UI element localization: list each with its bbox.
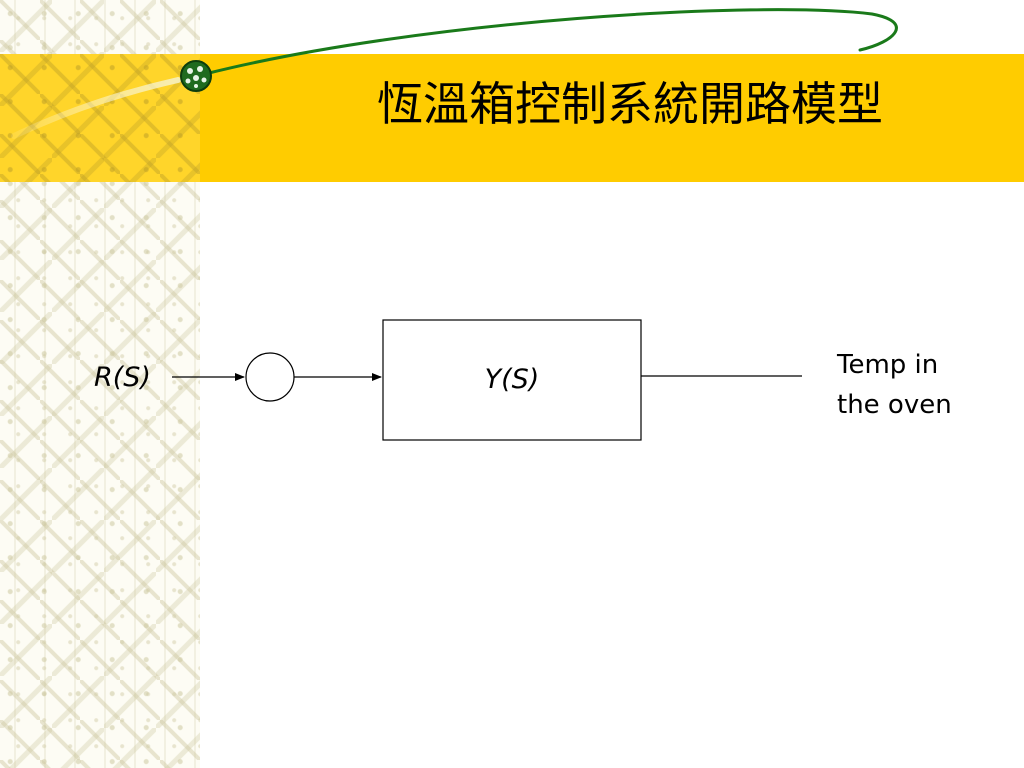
- transfer-function-block: [382, 319, 642, 441]
- decorative-curve-graphic: [11, 8, 898, 139]
- green-ball-icon: [180, 60, 212, 92]
- title-band-pattern: [0, 54, 200, 182]
- decorative-tail: [11, 77, 181, 139]
- summing-junction: [245, 352, 295, 402]
- output-label: Temp in the oven: [837, 345, 952, 425]
- output-label-line2: the oven: [837, 390, 952, 420]
- decorative-green-curve: [203, 8, 898, 76]
- block-label-y-s: Y(S): [484, 364, 540, 395]
- slide-title: 恆溫箱控制系統開路模型: [377, 77, 883, 131]
- input-label-r-s: R(S): [94, 362, 151, 393]
- output-label-line1: Temp in: [837, 350, 939, 380]
